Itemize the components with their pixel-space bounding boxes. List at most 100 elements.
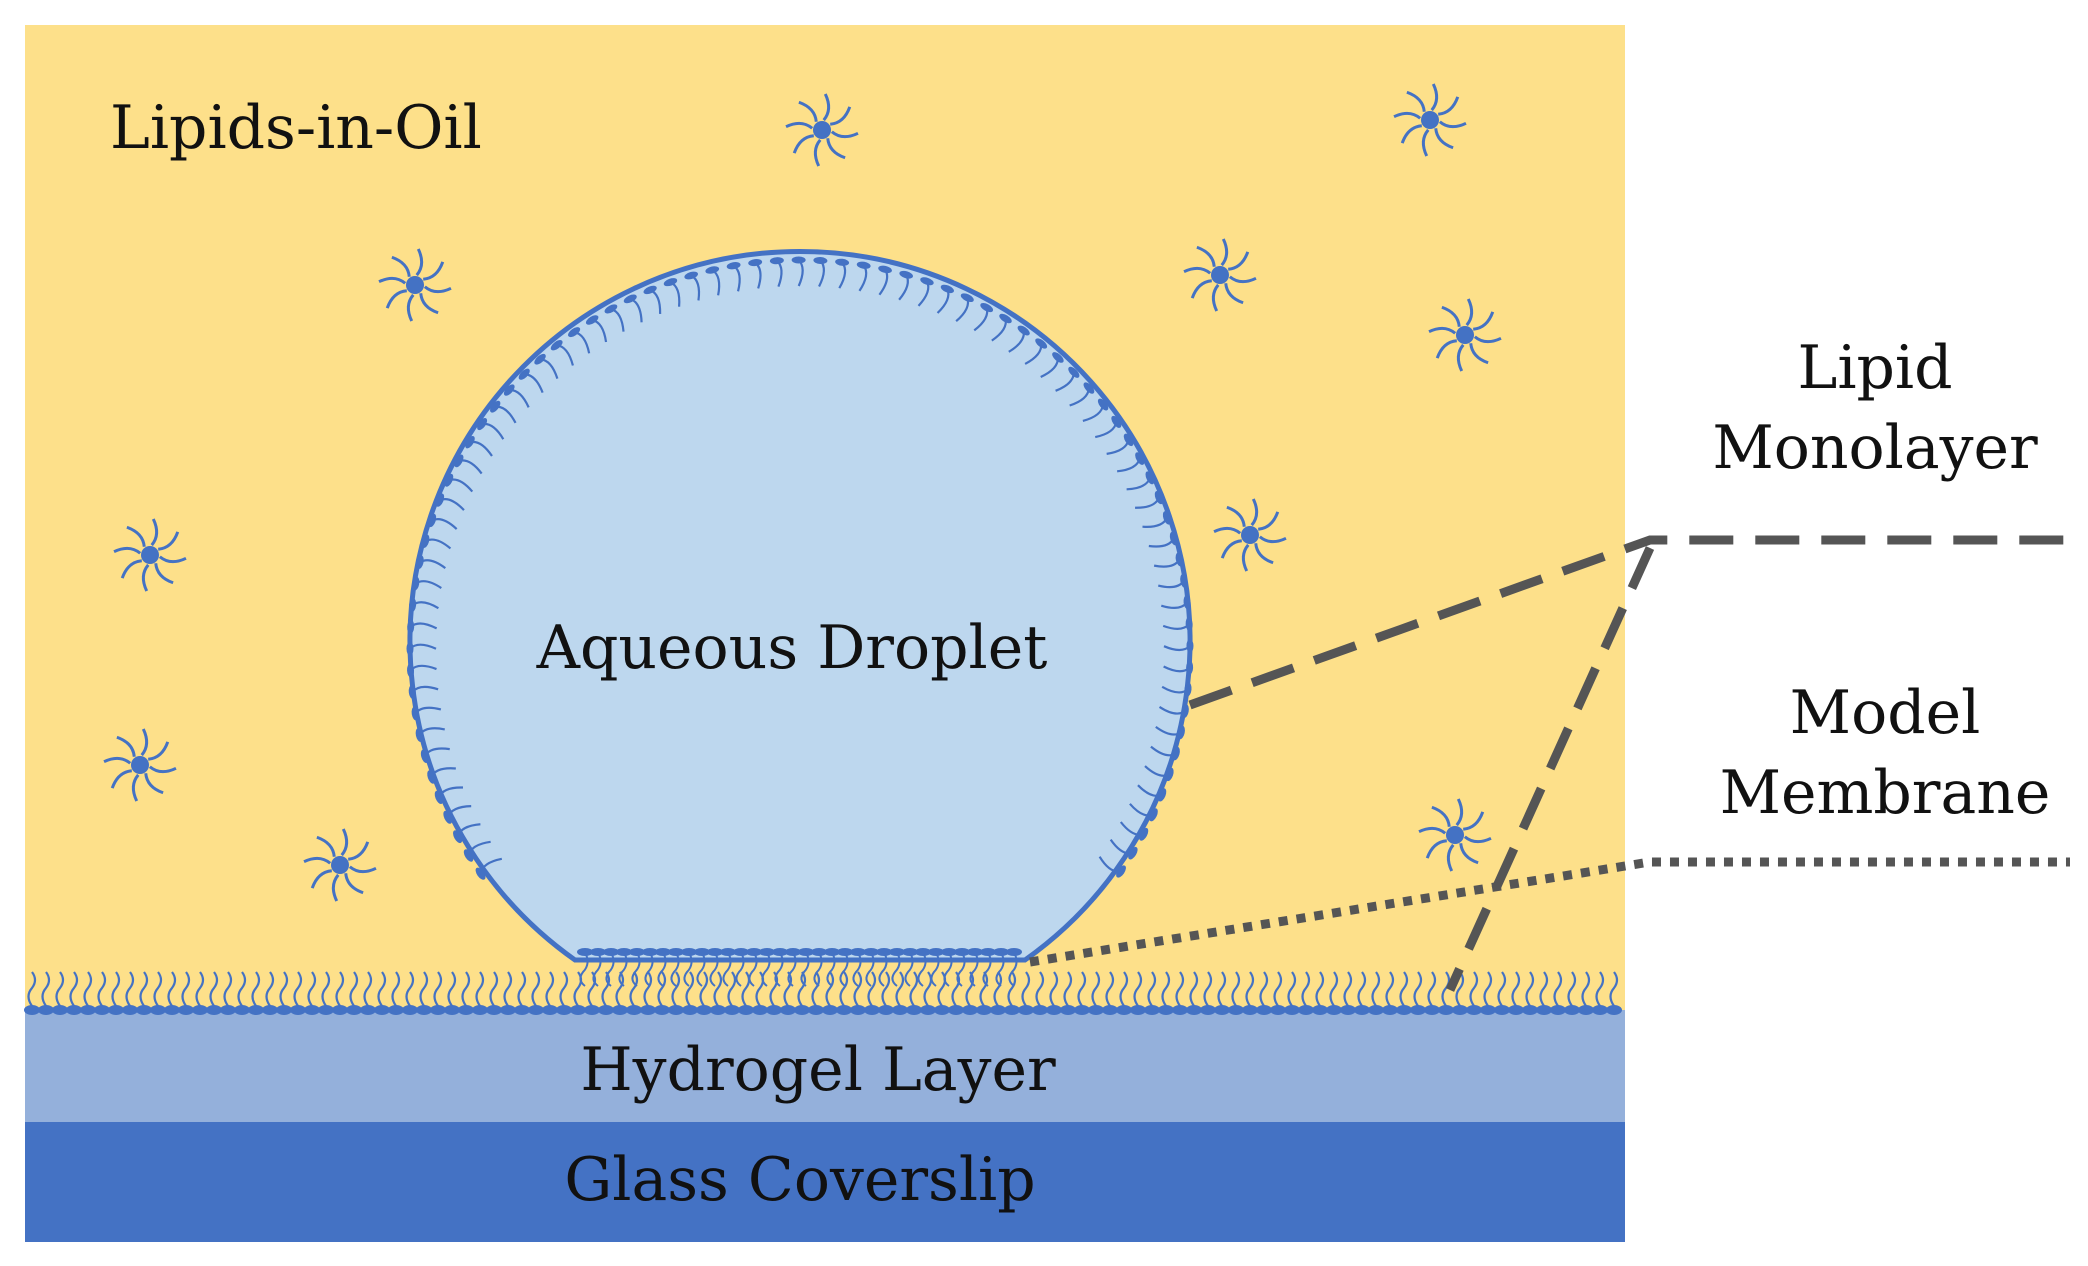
lipid-head <box>1032 1005 1048 1015</box>
lipid-head <box>878 1005 894 1015</box>
lipid-tail <box>415 580 442 589</box>
lipid-tail <box>509 388 530 408</box>
lipid-tail <box>148 765 177 774</box>
lipid-tail <box>1150 745 1177 757</box>
lipid-tail <box>1431 805 1451 828</box>
lipid-tail <box>829 106 852 126</box>
lipid-head <box>1256 1005 1272 1015</box>
lipid-tail <box>293 971 303 1007</box>
lipid-head <box>192 1005 208 1015</box>
lipid-head <box>794 1005 810 1015</box>
lipid-tail <box>481 422 505 440</box>
lipid-tail <box>891 951 901 987</box>
lipid-tail <box>113 546 142 555</box>
lipid-tail <box>1162 623 1190 630</box>
lipid-tail <box>340 828 349 857</box>
lipid-tail <box>154 562 174 585</box>
lipid-tail <box>1220 539 1243 559</box>
lipid-tail <box>1258 535 1287 544</box>
lipid-tail <box>1273 971 1283 1007</box>
lipid-tail <box>839 971 849 1007</box>
lipid-tail <box>573 971 583 1007</box>
lipid-tail <box>813 138 822 167</box>
lipid-tail <box>657 951 667 987</box>
lipid-tail <box>1095 421 1118 439</box>
lipid-tail <box>479 857 503 874</box>
lipid-head <box>948 1005 964 1015</box>
lipid-tail <box>909 971 919 1007</box>
lipid-tail <box>1117 458 1141 473</box>
lipid-head <box>836 1005 852 1015</box>
lipid-head <box>1046 1005 1062 1015</box>
lipid-tail <box>865 951 875 987</box>
lipid-tail <box>414 706 442 715</box>
lipid-tail <box>1441 305 1461 328</box>
lipid-tail <box>103 756 132 765</box>
lipid-tail <box>1343 971 1353 1007</box>
lipid-head <box>1004 1005 1020 1015</box>
lipid-tail <box>965 971 975 1007</box>
lipid-tail <box>423 285 452 294</box>
lipid-tail <box>41 971 51 1007</box>
lipid-tail <box>1455 971 1465 1007</box>
lipid-tail <box>783 971 793 1007</box>
lipid-tail <box>430 767 456 778</box>
lipid-tail <box>1203 971 1213 1007</box>
lipid-head <box>682 1005 698 1015</box>
lipid-head <box>1158 1005 1174 1015</box>
lipid-tail <box>140 728 149 757</box>
lipid-tail <box>797 971 807 1007</box>
lipid-tail <box>610 307 625 332</box>
lipid-tail <box>1049 971 1059 1007</box>
lipid-head <box>388 1005 404 1015</box>
lipid-head <box>108 1005 124 1015</box>
lipid-head <box>1270 1005 1286 1015</box>
lipid-tail <box>769 971 779 1007</box>
lipid-head <box>570 1005 586 1015</box>
lipid-tail <box>1069 387 1091 407</box>
lipid-tail <box>147 741 170 761</box>
lipid-tail <box>800 951 810 987</box>
lipid-tail <box>423 747 450 757</box>
lipid-tail <box>1183 266 1212 275</box>
lipid-head <box>640 1005 656 1015</box>
lipid-tail <box>1227 251 1250 271</box>
lipid-tail <box>605 951 615 987</box>
lipid-tail <box>391 971 401 1007</box>
lipid-head <box>612 1005 628 1015</box>
lipid-tail <box>898 274 909 301</box>
lipid-tail <box>1425 839 1448 859</box>
lipid-head <box>206 1005 222 1015</box>
lipid-tail <box>1135 497 1161 509</box>
lipid-tail <box>405 971 415 1007</box>
lipid-tail <box>618 951 628 987</box>
lipid-tail <box>973 307 989 332</box>
lipid-tail <box>690 274 701 301</box>
lipid-tail <box>1553 971 1563 1007</box>
lipid-tail <box>378 276 407 285</box>
lipid-head <box>962 1005 978 1015</box>
lipid-tail <box>1161 971 1171 1007</box>
lipid-tail <box>825 971 835 1007</box>
lipid-tail <box>556 344 574 366</box>
lipid-tail <box>406 293 415 322</box>
lipid-tail <box>839 951 849 987</box>
lipid-tail <box>601 971 611 1007</box>
lipid-tail <box>904 951 914 987</box>
lipid-tail <box>1455 798 1464 827</box>
lipid-tail <box>1525 971 1535 1007</box>
lipid-head <box>1130 1005 1146 1015</box>
lipid-tail <box>1163 665 1191 673</box>
lipid-tail <box>1462 811 1485 831</box>
lipid-tail <box>982 951 992 987</box>
lipid-tail <box>1393 111 1422 120</box>
lipid-head <box>472 1005 488 1015</box>
lipid-head <box>1578 1005 1594 1015</box>
lipid-tail <box>1435 339 1458 359</box>
lipid-head <box>178 1005 194 1015</box>
lipid-tail <box>167 971 177 1007</box>
lipid-tail <box>649 288 662 314</box>
lipid-head <box>24 1005 40 1015</box>
lipid-tail <box>1406 90 1426 113</box>
lipid-tail <box>1456 343 1465 372</box>
